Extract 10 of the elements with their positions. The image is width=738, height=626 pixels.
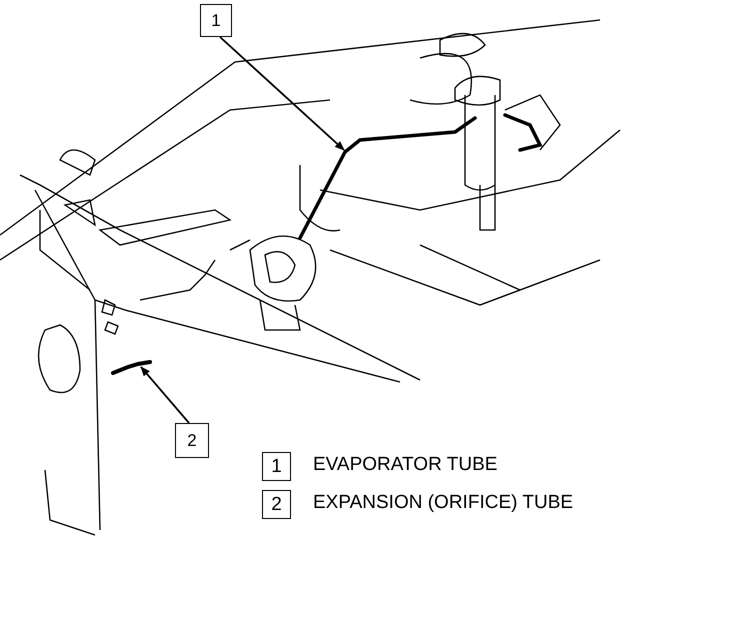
callout-number: 1	[200, 4, 232, 37]
legend-text: EVAPORATOR TUBE	[313, 454, 498, 476]
evaporator-tube	[298, 113, 543, 240]
callout-number: 2	[175, 423, 209, 458]
callout-number: 1	[262, 452, 291, 481]
leader-line	[219, 36, 345, 151]
expansion-tube	[111, 360, 152, 375]
callout-number: 2	[262, 490, 291, 519]
legend-text: EXPANSION (ORIFICE) TUBE	[313, 492, 574, 514]
leader-line	[140, 366, 190, 424]
